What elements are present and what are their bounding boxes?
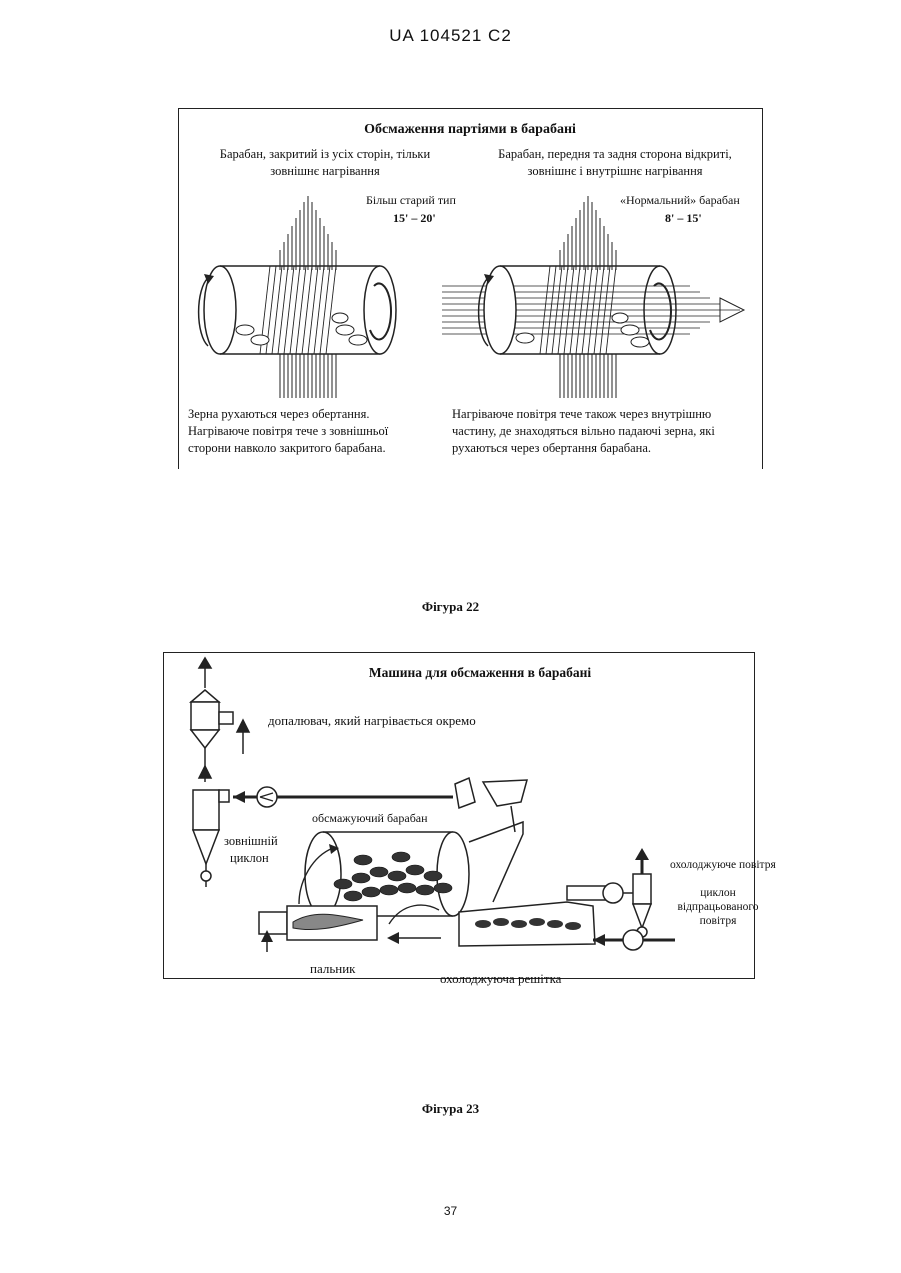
right-drum-heading-2: зовнішнє і внутрішнє нагрівання [470,163,760,180]
roasting-machine-diagram [163,652,753,977]
figure-22-title: Обсмаження партіями в барабані [300,122,640,138]
right-drum-heading-1: Барабан, передня та задня сторона відкри… [470,146,760,163]
burner-label: пальник [310,960,356,977]
afterburner-label: допалювач, який нагрівається окремо [268,712,476,729]
right-drum-description-2: частину, де знаходяться вільно падаючі з… [452,423,715,440]
outer-cyclone-label-2: циклон [230,850,269,867]
exhaust-cyclone-label-1: циклон [668,886,768,900]
figure-22-caption: Фігура 22 [0,599,901,615]
exhaust-cyclone-label-2: відпрацьованого [668,900,768,914]
exhaust-cyclone-label-3: повітря [668,914,768,928]
closed-drum-illustration [190,190,430,400]
page-number: 37 [0,1204,901,1218]
outer-cyclone-label-1: зовнішній [224,833,278,850]
left-drum-heading-2: зовнішнє нагрівання [180,163,470,180]
right-drum-description-1: Нагріваюче повітря тече також через внут… [452,406,711,423]
cooling-air-label: охолоджуюче повітря [670,857,776,874]
open-drum-illustration [440,190,752,400]
left-drum-heading-1: Барабан, закритий із усіх сторін, тільки [180,146,470,163]
left-drum-description-2: Нагріваюче повітря тече з зовнішньої [188,423,388,440]
right-drum-description-3: рухаються через обертання барабана. [452,440,651,457]
roasting-drum-label: обсмажуючий барабан [312,810,428,827]
patent-header: UA 104521 C2 [0,26,901,46]
cooling-grate-label: охолоджуюча решітка [440,970,561,987]
left-drum-description-1: Зерна рухаються через обертання. [188,406,370,423]
figure-23-caption: Фігура 23 [0,1101,901,1117]
left-drum-description-3: сторони навколо закритого барабана. [188,440,386,457]
